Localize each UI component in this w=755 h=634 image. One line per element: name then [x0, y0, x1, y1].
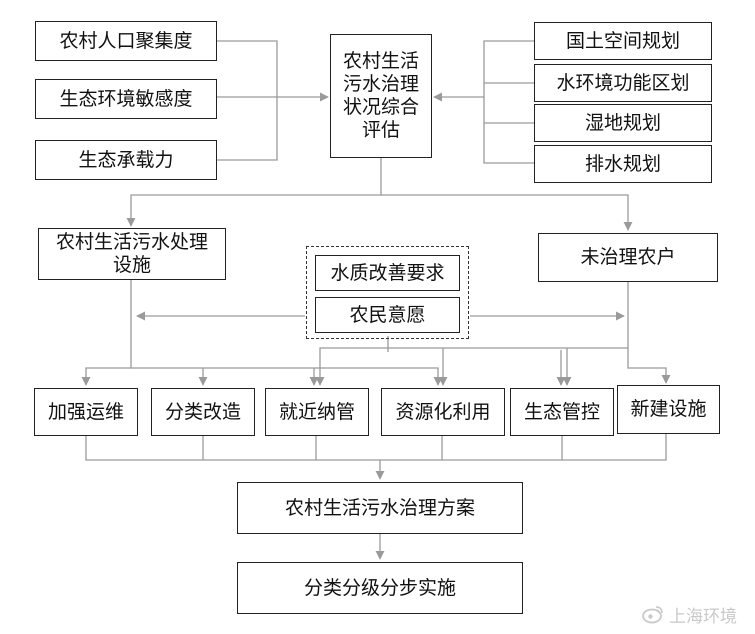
measures-merge-connector — [85, 434, 667, 461]
center-split-connector — [381, 194, 633, 231]
factor-water-quality: 水质改善要求 — [315, 255, 460, 291]
treatment-plan-box: 农村生活污水治理方案 — [237, 482, 523, 534]
watermark: 上海环境 — [641, 600, 751, 628]
measure-ecological-control: 生态管控 — [510, 388, 614, 436]
branch-treatment-facilities: 农村生活污水处理 设施 — [38, 228, 226, 280]
input-rural-population-density: 农村人口聚集度 — [35, 21, 217, 61]
input-drainage-planning: 排水规划 — [534, 145, 712, 183]
weibo-logo-icon — [642, 606, 663, 624]
implementation-box: 分类分级分步实施 — [237, 562, 523, 614]
right-branch-connector — [315, 282, 629, 386]
watermark-text: 上海环境 — [669, 606, 737, 627]
input-land-planning: 国土空间规划 — [534, 22, 712, 60]
measure-nearby-sewer: 就近纳管 — [265, 388, 369, 436]
measure-classified-renovation: 分类改造 — [151, 388, 255, 436]
input-ecological-sensitivity: 生态环境敏感度 — [35, 79, 217, 119]
measure-resource-utilization: 资源化利用 — [381, 388, 505, 436]
input-wetland-planning: 湿地规划 — [534, 104, 712, 142]
measure-new-facilities: 新建设施 — [617, 385, 720, 434]
factor-farmer-willingness: 农民意愿 — [315, 297, 460, 333]
right-branch-connector — [627, 348, 671, 384]
factor-group — [306, 246, 469, 339]
measure-strengthen-maintenance: 加强运维 — [34, 388, 138, 436]
assessment-box: 农村生活 污水治理 状况综合 评估 — [330, 34, 432, 158]
right-input-connector — [483, 40, 534, 164]
left-branch-connector — [131, 367, 443, 386]
left-branch-connector — [81, 280, 132, 386]
branch-untreated-households: 未治理农户 — [538, 233, 718, 282]
left-input-connector — [217, 40, 278, 161]
input-water-function-zoning: 水环境功能区划 — [534, 64, 712, 102]
input-ecological-capacity: 生态承载力 — [35, 140, 217, 180]
center-split-connector — [126, 158, 382, 227]
